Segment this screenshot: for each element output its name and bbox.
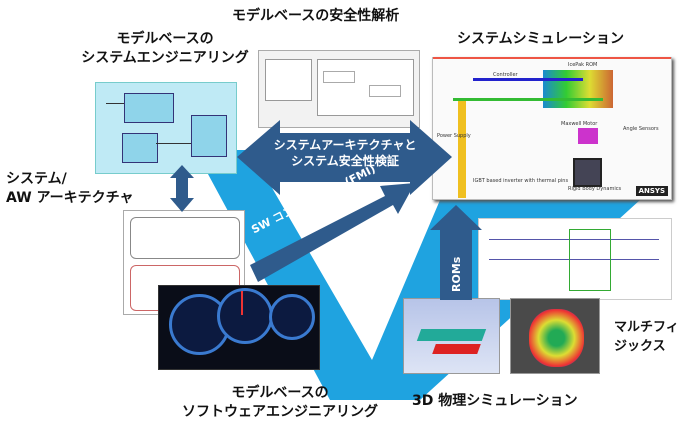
sim-rigid-label: Rigid Body Dynamics: [568, 186, 622, 192]
sim-power-label: Power Supply: [437, 133, 471, 139]
system-simulation-screenshot: Controller IcePak ROM Power Supply Maxwe…: [432, 57, 672, 200]
arch-safety-line-1: システムアーキテクチャと: [273, 138, 417, 152]
sim-inverter-label: IGBT based inverter with thermal pins: [473, 178, 569, 184]
ansys-logo: ANSYS: [635, 186, 668, 196]
mbswe-title: モデルベースの ソフトウェアエンジニアリング: [160, 384, 400, 422]
system-simulation-title: システムシミュレーション: [457, 31, 625, 47]
3d-structure-image: [403, 298, 500, 374]
safety-analysis-screenshot: [258, 50, 420, 128]
arch-line-2: AW アーキテクチャ: [6, 190, 134, 206]
3d-physics-title: 3D 物理シミュレーション: [412, 393, 578, 409]
sim-controller-label: Controller: [493, 72, 518, 78]
mbse-line-2: システムエンジニアリング: [81, 50, 249, 66]
multi-line-1: マルチフィ: [614, 320, 679, 335]
arch-line-1: システム/: [6, 171, 67, 187]
mbse-title: モデルベースの システムエンジニアリング: [60, 30, 270, 68]
roms-up-arrow: [430, 205, 482, 300]
arch-vertical-double-arrow: [170, 165, 194, 212]
sw-component-arrow: [250, 183, 415, 282]
mbswe-line-1: モデルベースの: [231, 385, 329, 401]
architecture-title: システム/ AW アーキテクチャ: [6, 170, 134, 208]
3d-multiphysics-image: [510, 298, 600, 374]
safety-analysis-title: モデルベースの安全性解析: [232, 8, 400, 24]
roms-arrow-label: ROMs: [450, 256, 463, 292]
arch-safety-arrow-label: システムアーキテクチャと システム安全性検証: [270, 137, 420, 169]
arch-safety-double-arrow: [237, 120, 452, 195]
sysml-diagram-image: [95, 82, 237, 174]
arch-safety-line-2: システム安全性検証: [291, 154, 399, 168]
mbswe-line-2: ソフトウェアエンジニアリング: [182, 404, 378, 420]
multi-line-2: ジックス: [614, 339, 666, 354]
rom-circuit-image: [478, 218, 672, 300]
sim-angle-label: Angle Sensors: [623, 126, 659, 132]
multiphysics-title: マルチフィ ジックス: [614, 318, 679, 356]
sim-icepak-label: IcePak ROM: [568, 62, 598, 68]
sim-motor-label: Maxwell Motor: [561, 121, 598, 127]
mbse-line-1: モデルベースの: [116, 31, 214, 47]
dashboard-image: [158, 285, 320, 370]
